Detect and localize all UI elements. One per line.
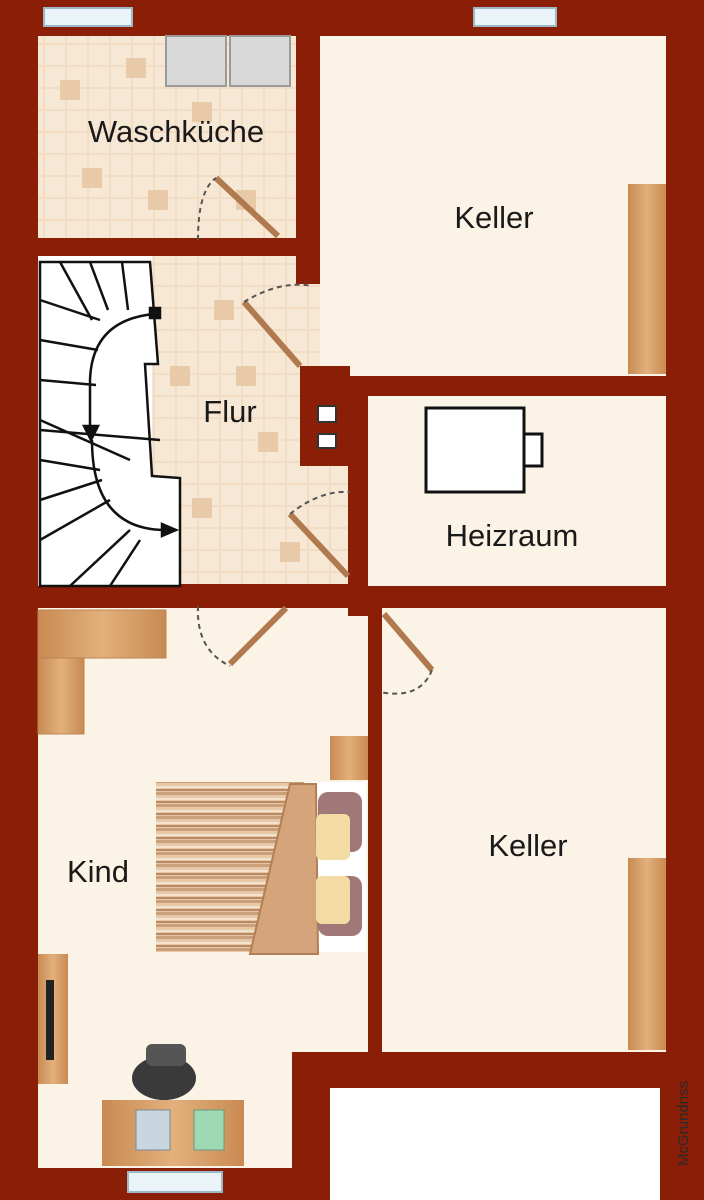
room-label-keller-bottom: Keller xyxy=(488,828,567,863)
desk xyxy=(102,1044,244,1166)
bed xyxy=(156,782,366,955)
windows xyxy=(43,7,557,1193)
room-label-flur: Flur xyxy=(203,394,256,429)
credit-text: McGrundriss xyxy=(675,1081,692,1166)
room-label-kind: Kind xyxy=(67,854,129,889)
room-label-waschkueche: Waschküche xyxy=(88,114,264,149)
room-label-keller-top: Keller xyxy=(454,200,533,235)
washing-machines xyxy=(165,35,291,87)
room-label-heizraum: Heizraum xyxy=(446,518,579,553)
interior-walls xyxy=(38,36,666,1172)
keller-bottom-floor xyxy=(382,608,666,1052)
staircase xyxy=(38,260,182,588)
keller-top-floor xyxy=(320,36,666,376)
cabinets xyxy=(37,184,666,1084)
boiler xyxy=(424,406,544,494)
shaft-top xyxy=(317,405,337,423)
outside-area xyxy=(330,1088,660,1200)
shaft-bottom xyxy=(317,433,337,449)
doors xyxy=(196,175,435,695)
